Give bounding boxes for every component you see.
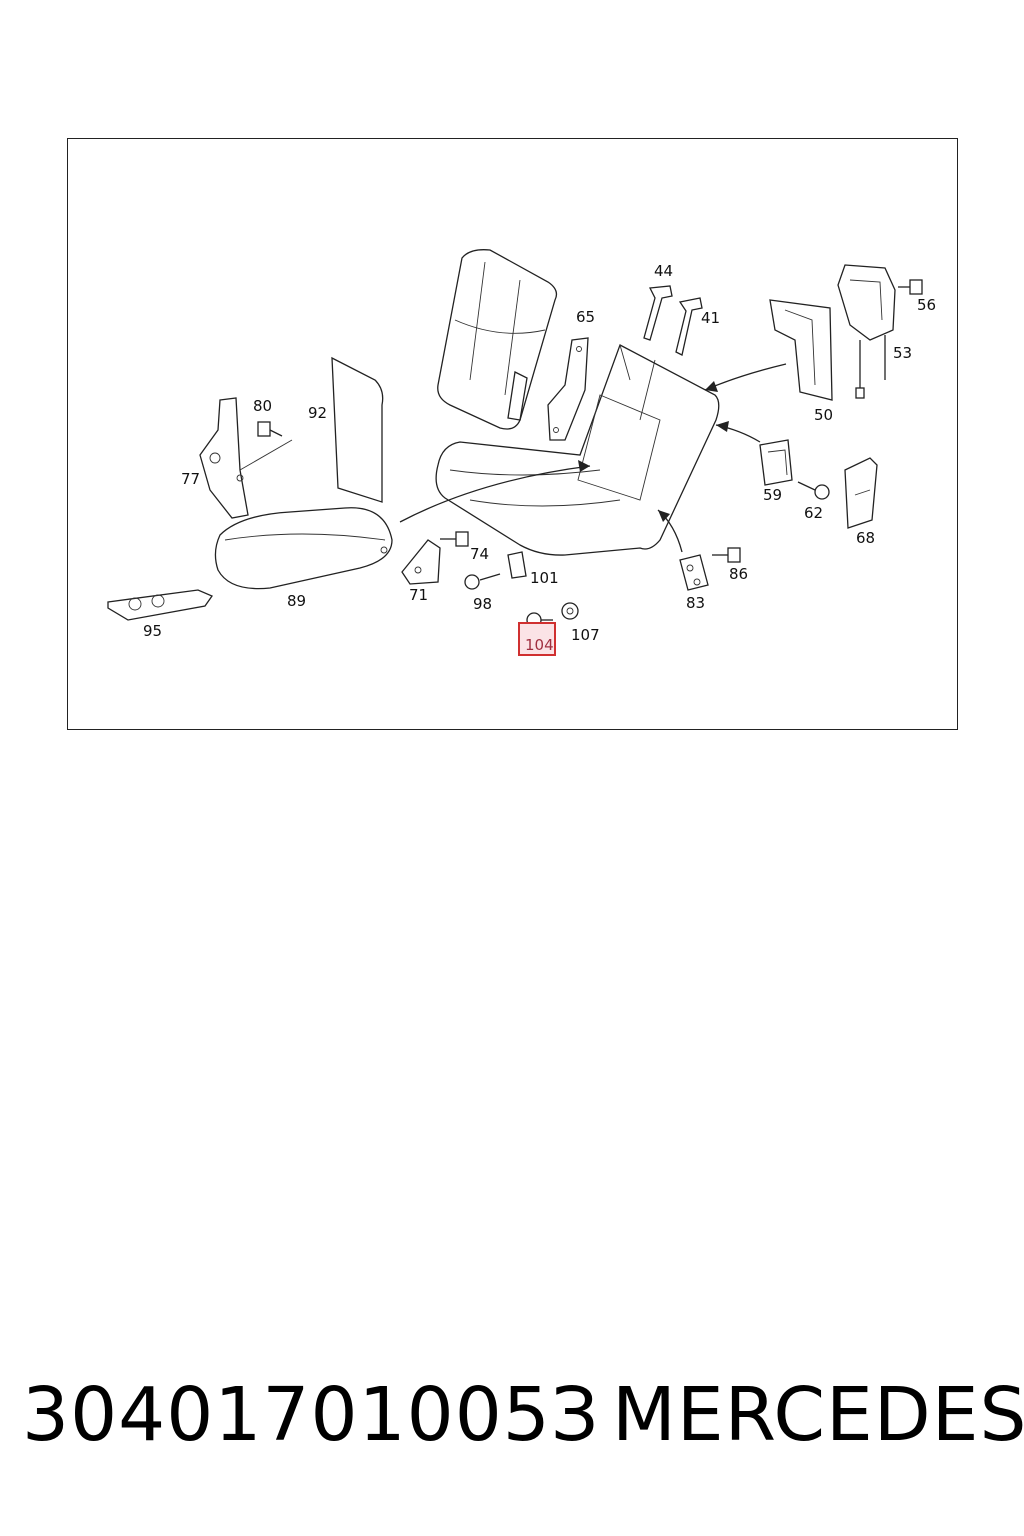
part-number: 30401701005З — [22, 1372, 600, 1458]
bolt-80 — [239, 421, 293, 471]
highlight-104-box — [518, 622, 556, 656]
cover-panel-50 — [769, 299, 833, 401]
label-101[interactable]: 101 — [530, 569, 559, 587]
bracket-41 — [675, 297, 703, 356]
bracket-83 — [679, 554, 709, 591]
label-59[interactable]: 59 — [763, 486, 782, 504]
latch-mechanism-53 — [837, 264, 896, 399]
label-41[interactable]: 41 — [701, 309, 720, 327]
hinge-bracket-65 — [547, 337, 589, 441]
label-95[interactable]: 95 — [143, 622, 162, 640]
assembly-arrows — [399, 363, 787, 553]
bolt-74 — [440, 531, 469, 547]
parts-diagram: 44 41 56 65 53 80 92 50 77 59 62 68 74 1… — [107, 249, 936, 656]
bracket-77 — [199, 397, 249, 519]
label-44[interactable]: 44 — [654, 262, 673, 280]
label-104[interactable]: 104 — [525, 636, 554, 654]
hinge-59 — [759, 439, 793, 486]
backrest-cushion-part — [437, 249, 558, 430]
label-83[interactable]: 83 — [686, 594, 705, 612]
bolt-56 — [898, 279, 923, 295]
label-77[interactable]: 77 — [181, 470, 200, 488]
tray-95 — [107, 589, 213, 621]
label-98[interactable]: 98 — [473, 595, 492, 613]
bolt-86 — [712, 547, 741, 563]
label-107[interactable]: 107 — [571, 626, 600, 644]
label-89[interactable]: 89 — [287, 592, 306, 610]
label-92[interactable]: 92 — [308, 404, 327, 422]
label-53[interactable]: 53 — [893, 344, 912, 362]
label-62[interactable]: 62 — [804, 504, 823, 522]
armrest-89 — [214, 507, 393, 590]
label-56[interactable]: 56 — [917, 296, 936, 314]
side-panel-92 — [331, 356, 384, 503]
label-74[interactable]: 74 — [470, 545, 489, 563]
brand-name: MERCEDES — [612, 1372, 1024, 1458]
seat-assembly-part — [435, 344, 720, 556]
bracket-71 — [401, 539, 441, 585]
label-71[interactable]: 71 — [409, 586, 428, 604]
side-cover-68 — [844, 457, 878, 529]
label-65[interactable]: 65 — [576, 308, 595, 326]
label-68[interactable]: 68 — [856, 529, 875, 547]
label-86[interactable]: 86 — [729, 565, 748, 583]
label-80[interactable]: 80 — [253, 397, 272, 415]
screw-62 — [797, 481, 830, 500]
clip-101 — [507, 551, 527, 579]
screw-98 — [464, 573, 501, 590]
bracket-44 — [643, 285, 673, 341]
label-50[interactable]: 50 — [814, 406, 833, 424]
nut-107 — [561, 602, 579, 620]
diagram-frame — [67, 138, 958, 730]
